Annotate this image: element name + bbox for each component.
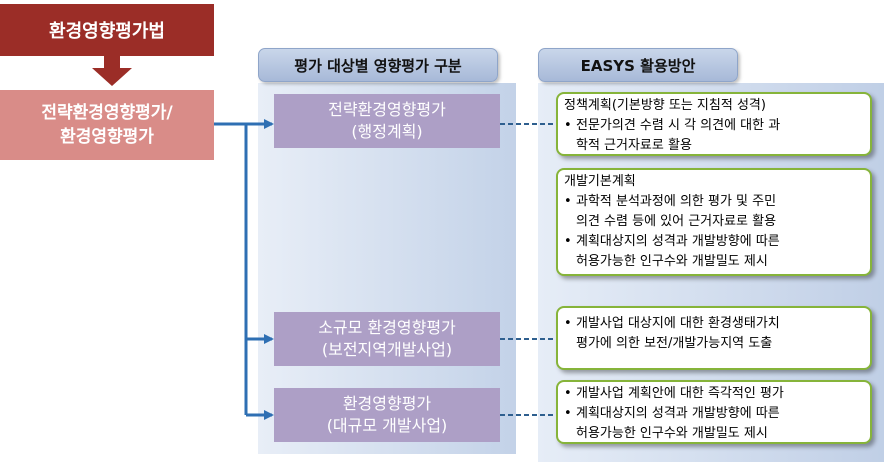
down-arrow-icon (92, 56, 132, 86)
basic-bullet1-line1: 과학적 분석과정에 의한 평가 및 주민 (576, 194, 777, 209)
large-bullet2-line2: 허용가능한 인구수와 개발밀도 제시 (576, 426, 768, 441)
easys-box-large-scale: • 개발사업 계획안에 대한 즉각적인 평가 • 계획대상지의 성격과 개발방향… (556, 380, 872, 444)
bullet-icon: • (564, 234, 572, 249)
easys-header: EASYS 활용방안 (538, 48, 738, 82)
small-bullet-1: • 개발사업 대상지에 대한 환경생태가치 평가에 의한 보전/개발가능지역 도… (564, 314, 864, 354)
easys-box-basic-plan: 개발기본계획 • 과학적 분석과정에 의한 평가 및 주민 의견 수렴 등에 있… (556, 168, 872, 276)
bullet-icon: • (564, 118, 572, 133)
easys-box-policy: 정책계획(기본방향 또는 지침적 성격) • 전문가의견 수렴 시 각 의견에 … (556, 92, 872, 156)
easys-header-label: EASYS 활용방안 (580, 56, 696, 75)
bullet-icon: • (564, 406, 572, 421)
basic-bullet-1: • 과학적 분석과정에 의한 평가 및 주민 의견 수렴 등에 있어 근거자료로… (564, 192, 864, 232)
evaluation-header: 평가 대상별 영향평가 구분 (258, 48, 498, 82)
item-large-line2: (대규모 개발사업) (326, 416, 448, 435)
small-bullet1-line2: 평가에 의한 보전/개발가능지역 도출 (576, 336, 773, 351)
item-small-line2: (보전지역개발사업) (321, 340, 453, 359)
policy-bullet1-line1: 전문가의견 수렴 시 각 의견에 대한 과 (576, 118, 781, 133)
item-strategic-line1: 전략환경영향평가 (328, 100, 446, 119)
item-strategic-line2: (행정계획) (351, 122, 423, 141)
small-bullet1-line1: 개발사업 대상지에 대한 환경생태가치 (576, 316, 780, 331)
policy-title: 정책계획(기본방향 또는 지침적 성격) (564, 98, 766, 113)
item-large-scale: 환경영향평가 (대규모 개발사업) (274, 388, 500, 442)
large-bullet1: 개발사업 계획안에 대한 즉각적인 평가 (576, 386, 784, 401)
large-bullet-1: • 개발사업 계획안에 대한 즉각적인 평가 (564, 384, 864, 404)
large-bullet-2: • 계획대상지의 성격과 개발방향에 따른 허용가능한 인구수와 개발밀도 제시 (564, 404, 864, 444)
item-small-line1: 소규모 환경영향평가 (318, 318, 456, 337)
basic-bullet2-line2: 허용가능한 인구수와 개발밀도 제시 (576, 254, 768, 269)
bullet-icon: • (564, 386, 572, 401)
bullet-icon: • (564, 194, 572, 209)
basic-bullet-2: • 계획대상지의 성격과 개발방향에 따른 허용가능한 인구수와 개발밀도 제시 (564, 232, 864, 272)
bullet-icon: • (564, 316, 572, 331)
item-small-scale: 소규모 환경영향평가 (보전지역개발사업) (274, 312, 500, 366)
basic-bullet2-line1: 계획대상지의 성격과 개발방향에 따른 (576, 234, 780, 249)
easys-box-small-scale: • 개발사업 대상지에 대한 환경생태가치 평가에 의한 보전/개발가능지역 도… (556, 306, 872, 370)
policy-bullet1-line2: 학적 근거자료로 활용 (576, 138, 692, 153)
evaluation-header-label: 평가 대상별 영향평가 구분 (294, 56, 462, 75)
basic-title: 개발기본계획 (564, 174, 636, 189)
strategic-assessment-box: 전략환경영향평가/ 환경영향평가 (0, 90, 214, 160)
law-title-box: 환경영향평가법 (0, 4, 214, 56)
basic-bullet1-line2: 의견 수렴 등에 있어 근거자료로 활용 (576, 214, 777, 229)
strategic-line2: 환경영향평가 (60, 127, 154, 147)
item-large-line1: 환경영향평가 (342, 394, 432, 413)
policy-bullet-1: • 전문가의견 수렴 시 각 의견에 대한 과 학적 근거자료로 활용 (564, 116, 864, 156)
strategic-line1: 전략환경영향평가/ (41, 103, 173, 123)
item-strategic: 전략환경영향평가 (행정계획) (274, 94, 500, 148)
law-title: 환경영향평가법 (49, 21, 165, 42)
large-bullet2-line1: 계획대상지의 성격과 개발방향에 따른 (576, 406, 780, 421)
